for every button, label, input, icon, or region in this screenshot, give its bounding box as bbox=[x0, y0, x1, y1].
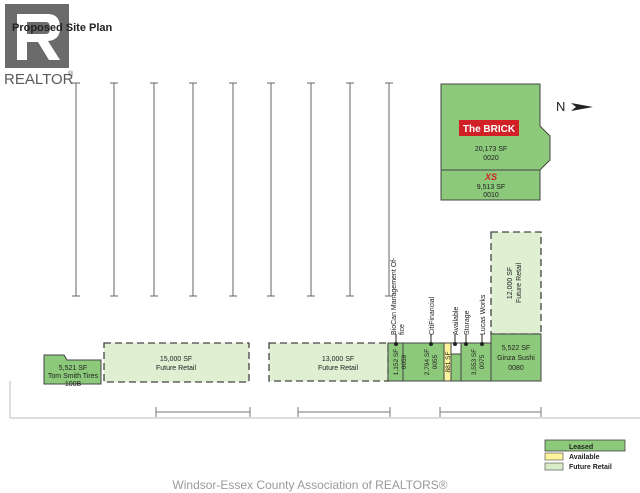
parking-stall-line bbox=[110, 82, 118, 297]
xs-sf: 9,513 SF bbox=[477, 184, 505, 191]
parking-stall-line bbox=[346, 82, 354, 297]
unit-retail-15000: 15,000 SF Future Retail bbox=[103, 342, 250, 383]
realtor-logo: REALTOR ® bbox=[4, 4, 74, 88]
ginza-sf: 5,522 SF bbox=[502, 345, 530, 352]
storage-tenant: Storage bbox=[464, 310, 471, 335]
biocan-sf: 1,152 SF bbox=[393, 349, 400, 375]
north-arrow: N bbox=[556, 99, 593, 114]
dimension-line bbox=[155, 407, 251, 417]
legend-leased-swatch bbox=[544, 439, 626, 452]
parking-stall-line bbox=[150, 82, 158, 297]
north-label: N bbox=[556, 99, 565, 114]
unit-ginza: 5,522 SF Ginza Sushi 0080 bbox=[490, 333, 542, 382]
legend-available-label: Available bbox=[569, 454, 600, 461]
strip-units bbox=[387, 342, 492, 382]
biocan-tenant-line2: fice bbox=[399, 324, 406, 335]
brick-logo-badge bbox=[459, 120, 519, 136]
unit-retail-13000: 13,000 SF Future Retail bbox=[268, 342, 389, 382]
citifinancial-sf: 2,794 SF bbox=[424, 349, 431, 375]
legend-leased-label: Leased bbox=[569, 444, 593, 451]
xs-store bbox=[440, 169, 541, 201]
tom-smith-unit: 100B bbox=[65, 381, 82, 388]
retail-13000-label: Future Retail bbox=[318, 365, 359, 372]
xs-unit: 0010 bbox=[483, 192, 499, 199]
retail-15000-label: Future Retail bbox=[156, 365, 197, 372]
retail-12000-label: Future Retail bbox=[516, 263, 523, 304]
callout-dot bbox=[453, 342, 457, 346]
biocan-unit-number: 0059 bbox=[401, 354, 408, 369]
storage-lower-unit bbox=[450, 353, 462, 382]
xs-logo: XS bbox=[484, 172, 497, 182]
ginza-building bbox=[490, 333, 542, 382]
brick-logo: The BRICK bbox=[463, 124, 516, 135]
lucas-tenant: Lucas Works bbox=[480, 294, 487, 335]
legend-available-swatch bbox=[544, 452, 564, 461]
callout-dot bbox=[429, 342, 433, 346]
unit-tom-smith: 5,521 SF Tom Smith Tires 100B bbox=[43, 354, 102, 388]
citifinancial-unit-number: 0055 bbox=[432, 354, 439, 369]
realtor-r-icon bbox=[17, 14, 60, 60]
site-boundary bbox=[9, 381, 640, 419]
parking-area bbox=[72, 82, 393, 297]
tenant-callouts bbox=[395, 334, 483, 343]
parking-stall-line bbox=[72, 82, 80, 297]
parking-stall-line bbox=[307, 82, 315, 297]
lucas-unit bbox=[460, 342, 492, 382]
dimension-line bbox=[439, 407, 542, 417]
realtor-logo-trademark: ® bbox=[68, 70, 74, 78]
brick-sf: 20,173 SF bbox=[475, 146, 507, 153]
dimension-lines bbox=[155, 407, 542, 417]
retail-13000-sf: 13,000 SF bbox=[322, 356, 354, 363]
watermark: Windsor-Essex County Association of REAL… bbox=[172, 478, 447, 492]
callout-dot bbox=[480, 342, 484, 346]
tom-smith-tenant: Tom Smith Tires bbox=[48, 373, 99, 380]
ginza-tenant: Ginza Sushi bbox=[497, 355, 535, 362]
callout-dot bbox=[464, 342, 468, 346]
tom-smith-sf: 5,521 SF bbox=[59, 365, 87, 372]
page-title: Proposed Site Plan bbox=[12, 22, 113, 34]
legend-future-label: Future Retail bbox=[569, 464, 612, 471]
parking-stall-line bbox=[189, 82, 197, 297]
ginza-unit: 0080 bbox=[508, 365, 524, 372]
dimension-line bbox=[297, 407, 391, 417]
lucas-unit-number: 0075 bbox=[479, 354, 486, 369]
lucas-sf: 3,553 SF bbox=[471, 349, 478, 375]
realtor-logo-text: REALTOR bbox=[4, 71, 74, 88]
parking-stall-line bbox=[385, 82, 393, 297]
brick-unit: 0020 bbox=[483, 155, 499, 162]
citifinancial-tenant: CitiFinancial bbox=[429, 296, 436, 335]
available-sf: 881 SF bbox=[445, 351, 452, 372]
anchor-building: The BRICK 20,173 SF 0020 XS 9,513 SF 001… bbox=[440, 83, 551, 201]
parking-stall-line bbox=[267, 82, 275, 297]
legend-future-swatch bbox=[544, 462, 564, 471]
north-arrow-icon bbox=[571, 103, 593, 111]
tenant-callout-dots bbox=[394, 342, 484, 346]
biocan-tenant: BioCan Management Of- bbox=[391, 257, 398, 335]
retail-15000-building bbox=[103, 342, 250, 383]
tom-smith-building bbox=[43, 354, 102, 385]
available-tenant: Available bbox=[453, 307, 460, 335]
callout-dot bbox=[394, 342, 398, 346]
parking-stall-line bbox=[229, 82, 237, 297]
retail-15000-sf: 15,000 SF bbox=[160, 356, 192, 363]
retail-13000-building bbox=[268, 342, 389, 382]
retail-12000-sf: 12,000 SF bbox=[507, 267, 514, 299]
legend: Leased Available Future Retail bbox=[544, 439, 626, 471]
citifinancial-unit bbox=[402, 342, 445, 382]
unit-retail-12000: 12,000 SF Future Retail bbox=[490, 231, 542, 335]
